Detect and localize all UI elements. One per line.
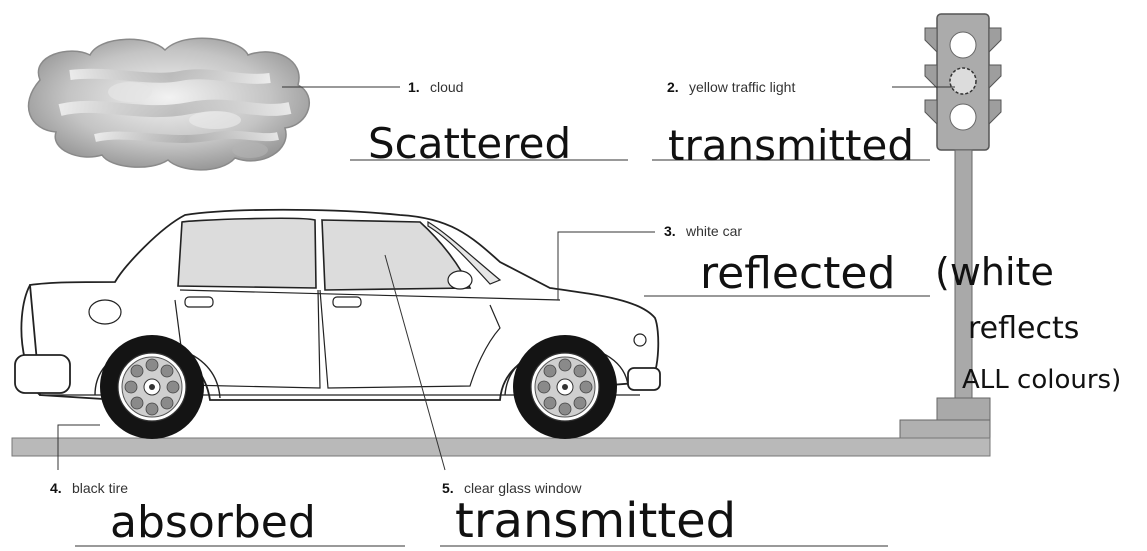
white-car-leader-line: [557, 231, 655, 300]
note-line-2: reflects: [968, 311, 1079, 346]
answer-glass-window: transmitted: [455, 493, 736, 549]
item-number: 3.: [664, 223, 676, 239]
note-line-1: (white: [935, 250, 1054, 294]
ground: [11, 437, 991, 457]
label-glass-window: 5. clear glass window: [442, 480, 582, 496]
answer-cloud: Scattered: [368, 119, 571, 168]
note-line-3: ALL colours): [962, 365, 1121, 395]
label-traffic-light: 2. yellow traffic light: [667, 79, 795, 95]
item-number: 2.: [667, 79, 679, 95]
traffic-light-illustration: [899, 13, 1002, 443]
answer-white-car-note: (white reflects ALL colours): [935, 250, 1121, 395]
item-label: clear glass window: [464, 480, 582, 496]
item-label: black tire: [72, 480, 128, 496]
label-cloud: 1. cloud: [408, 79, 463, 95]
cloud-illustration: [27, 37, 310, 171]
item-number: 5.: [442, 480, 454, 496]
item-number: 1.: [408, 79, 420, 95]
answer-traffic-light: transmitted: [668, 121, 914, 170]
item-label: white car: [685, 223, 742, 239]
rear-tire: [100, 335, 204, 439]
answer-black-tire: absorbed: [110, 497, 316, 548]
label-black-tire: 4. black tire: [50, 480, 128, 496]
glass-window-leader-line: [384, 254, 446, 471]
black-tire-leader-line: [57, 424, 100, 470]
item-label: cloud: [430, 79, 463, 95]
label-white-car: 3. white car: [664, 223, 742, 239]
item-number: 4.: [50, 480, 62, 496]
item-label: yellow traffic light: [689, 79, 795, 95]
front-tire: [513, 335, 617, 439]
answer-white-car: reflected: [700, 248, 895, 299]
